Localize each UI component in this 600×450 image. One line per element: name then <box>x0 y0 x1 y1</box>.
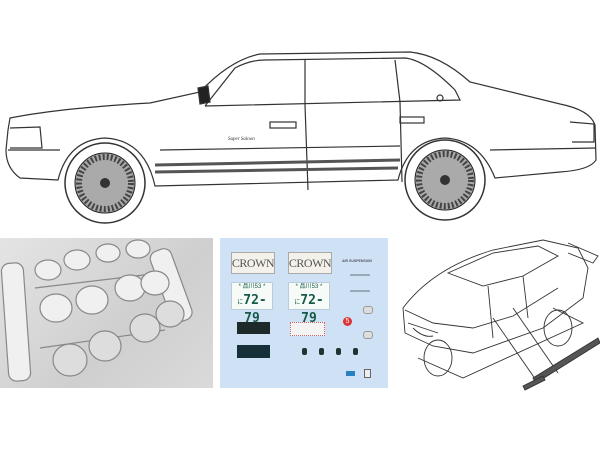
air-suspension-decal: AIR SUSPENSION <box>342 259 372 263</box>
display-panel-decal <box>237 345 270 358</box>
round-decal <box>363 331 373 339</box>
seat-icon <box>353 348 358 355</box>
plate-prefix: に <box>294 300 301 306</box>
rear-wheel <box>404 139 486 221</box>
seat-icon <box>336 348 341 355</box>
light-gauge-decal <box>290 322 325 336</box>
car-side-drawing: Super Saloon <box>5 51 597 224</box>
plate-region: * 品川53 * <box>238 284 266 290</box>
window-line <box>204 57 461 107</box>
blue-label-decal <box>346 371 355 376</box>
plate-region: * 品川53 * <box>295 284 323 290</box>
seat-icon <box>302 348 307 355</box>
front-wheel <box>64 142 146 224</box>
decal-sheet: CROWN CROWN AIR SUSPENSION * 品川53 * に72-… <box>220 238 388 388</box>
assembly-drawing <box>402 239 600 391</box>
small-box-decal <box>364 369 371 378</box>
emblem-script: Super Saloon <box>228 137 255 142</box>
dark-gauge-decal <box>237 322 270 334</box>
small-text-decal <box>350 274 370 276</box>
chrome-parts-photo <box>0 238 213 388</box>
license-plate-decal: * 品川53 * に72-79 <box>231 282 273 326</box>
license-plate-decal: * 品川53 * に72-79 <box>288 282 330 326</box>
round-decal <box>363 306 373 314</box>
small-text-decal <box>350 290 370 292</box>
plate-prefix: に <box>237 300 244 306</box>
crown-decal: CROWN <box>231 252 275 274</box>
side-molding <box>154 158 401 174</box>
number-badge-decal: 5 <box>343 317 352 326</box>
car-body-outline <box>5 51 597 187</box>
crown-decal: CROWN <box>288 252 332 274</box>
seat-icon <box>319 348 324 355</box>
